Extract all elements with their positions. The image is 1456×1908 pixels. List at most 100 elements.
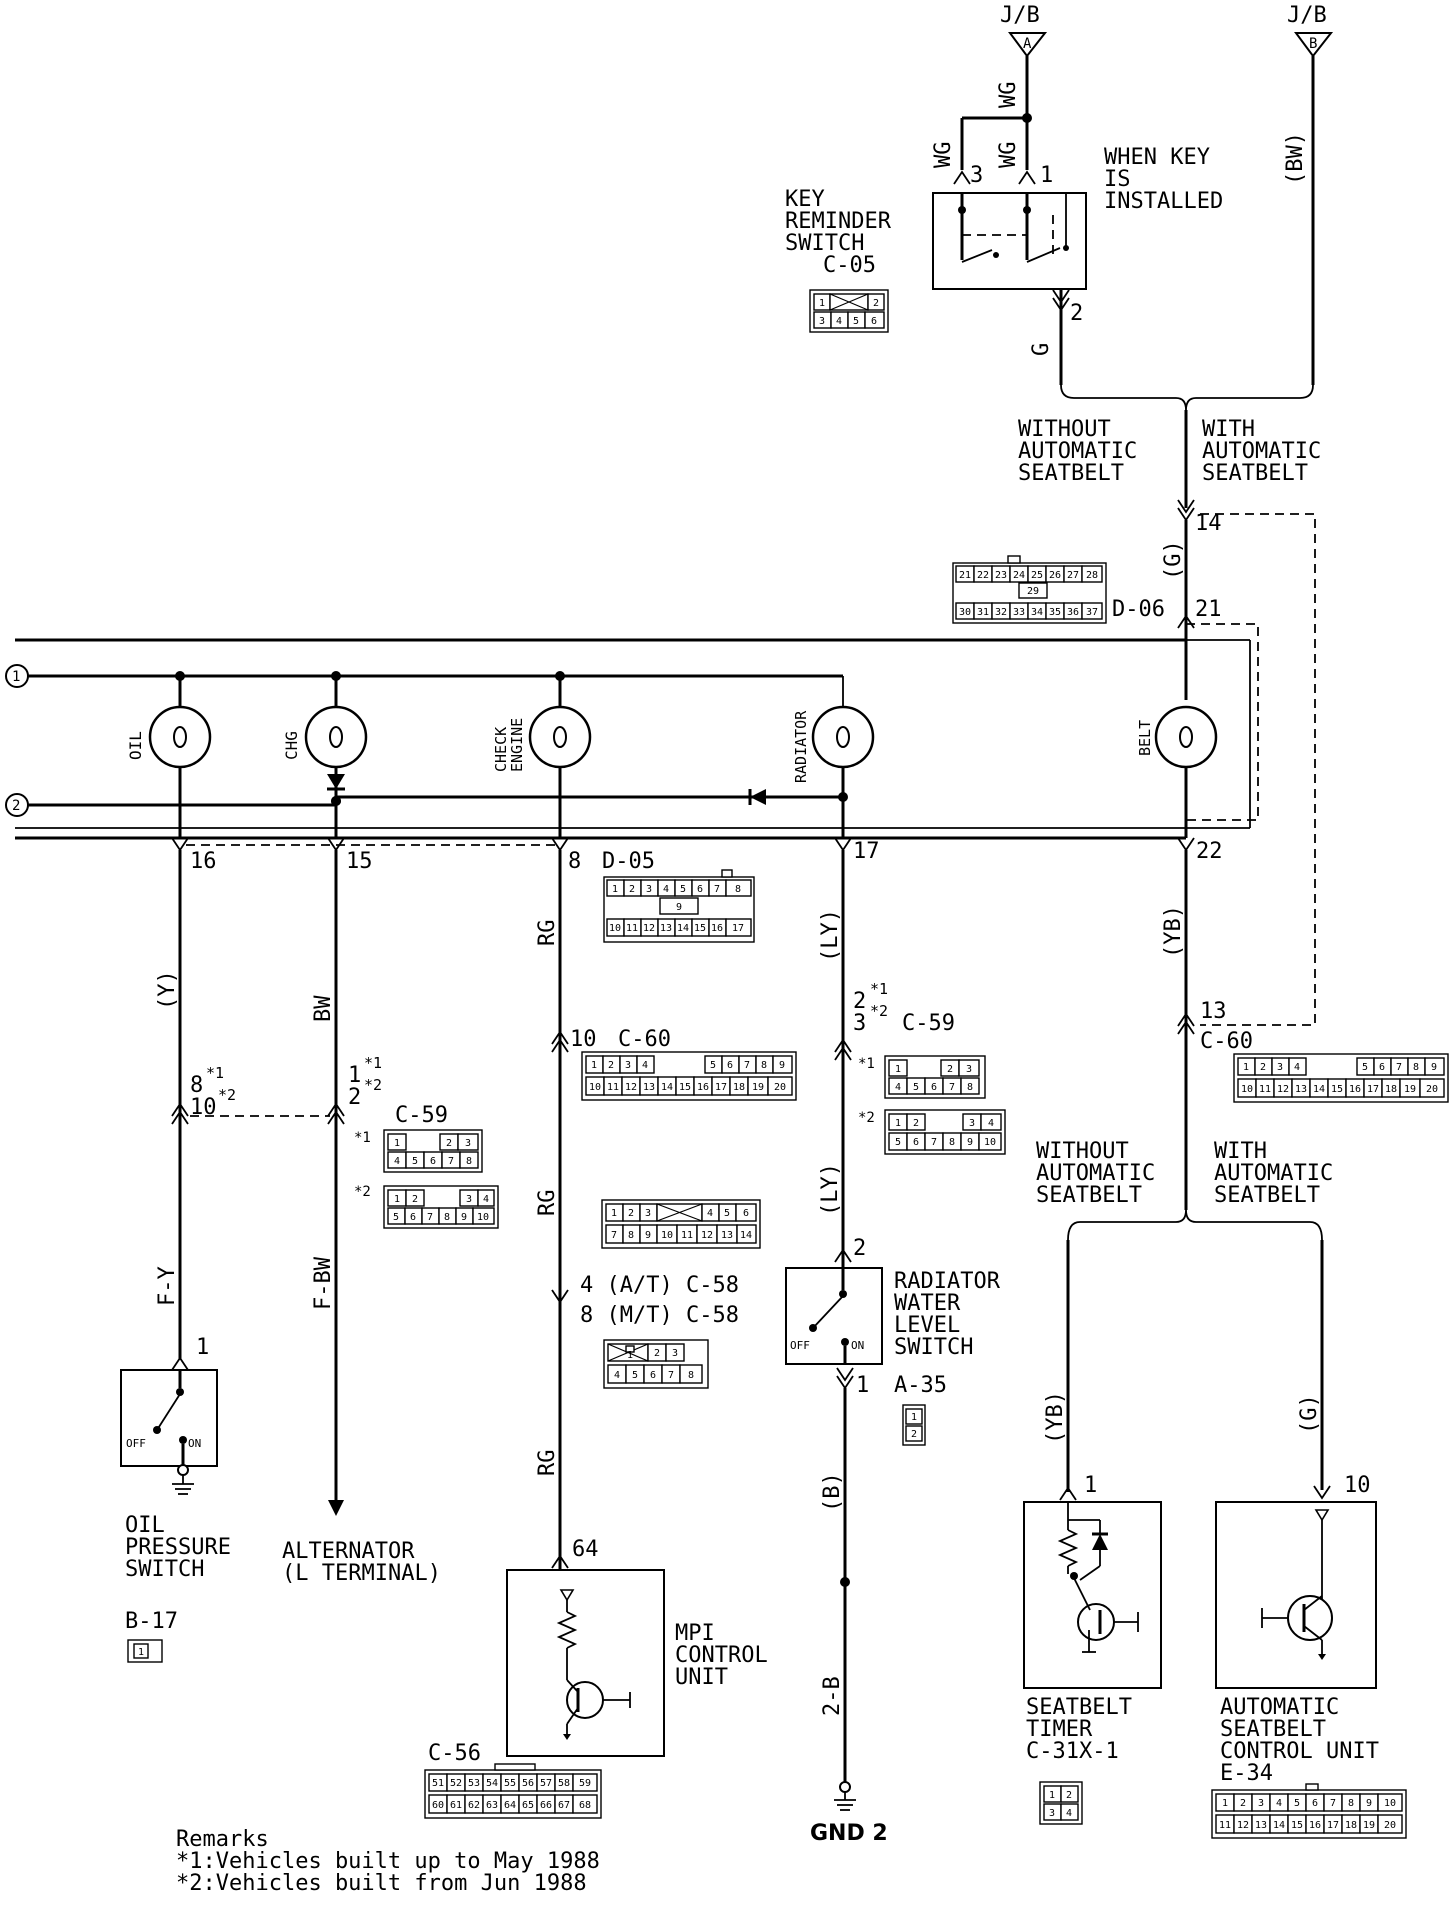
pin-22: 22	[1196, 839, 1223, 864]
svg-text:1: 1	[911, 1412, 917, 1423]
svg-text:1: 1	[1222, 1798, 1228, 1809]
svg-text:3: 3	[969, 1118, 975, 1129]
svg-text:35: 35	[1049, 607, 1061, 618]
branch-top-with-1: WITH	[1202, 417, 1255, 442]
svg-text:3: 3	[672, 1348, 678, 1359]
key-switch-title-2: REMINDER	[785, 209, 892, 234]
check-pin10: 10	[570, 1027, 597, 1052]
svg-text:66: 66	[540, 1800, 552, 1811]
jb-terminal-a: J/B A	[1000, 3, 1048, 58]
svg-text:7: 7	[949, 1082, 955, 1093]
oil-switch-title-1: OIL	[125, 1513, 165, 1538]
wire-wg-main: WG	[996, 82, 1021, 109]
lamp-chg-label: CHG	[282, 731, 301, 760]
rad-note-a: *1	[870, 980, 888, 998]
svg-text:32: 32	[995, 607, 1007, 618]
svg-text:2: 2	[911, 1429, 917, 1440]
rad-switch-pin2: 2	[853, 1236, 866, 1261]
unit-title-4: E-34	[1220, 1761, 1273, 1786]
pin-17: 17	[853, 839, 880, 864]
oil-switch-title-2: PRESSURE	[125, 1535, 231, 1560]
unit-title-1: AUTOMATIC	[1220, 1695, 1339, 1720]
svg-text:1: 1	[1049, 1790, 1055, 1801]
svg-text:30: 30	[959, 607, 971, 618]
svg-text:55: 55	[504, 1778, 516, 1789]
svg-text:8: 8	[466, 1156, 472, 1167]
svg-text:1: 1	[612, 884, 618, 895]
seatbelt-without-3: SEATBELT	[1036, 1183, 1142, 1208]
lamp-chg: CHG	[282, 676, 368, 838]
svg-text:5: 5	[913, 1082, 919, 1093]
svg-text:6: 6	[430, 1156, 436, 1167]
svg-text:14: 14	[1273, 1820, 1285, 1831]
mpi-title-2: CONTROL	[675, 1643, 768, 1668]
svg-text:4: 4	[1276, 1798, 1282, 1809]
svg-text:8: 8	[1348, 1798, 1354, 1809]
key-switch-pin3: 3	[970, 163, 983, 188]
svg-text:1: 1	[611, 1208, 617, 1219]
svg-text:27: 27	[1067, 570, 1079, 581]
svg-text:6: 6	[743, 1208, 749, 1219]
svg-text:13: 13	[1255, 1820, 1267, 1831]
rad-title-2: WATER	[894, 1291, 961, 1316]
lamp-belt: BELT	[1136, 705, 1218, 838]
lamp-belt-label: BELT	[1136, 720, 1154, 756]
svg-text:10: 10	[1384, 1798, 1396, 1809]
oil-note-b: *2	[218, 1086, 236, 1104]
svg-text:18: 18	[1385, 1084, 1397, 1095]
timer-title-3: C-31X-1	[1026, 1739, 1119, 1764]
svg-text:1: 1	[394, 1138, 400, 1149]
svg-text:62: 62	[468, 1800, 480, 1811]
svg-text:4: 4	[483, 1194, 489, 1205]
connector-c59-2: 1 2 3 4 5 6 7 8 9 10	[383, 1185, 499, 1229]
wire-2b: 2-B	[820, 1676, 845, 1716]
svg-text:3: 3	[1258, 1798, 1264, 1809]
seatbelt-without-2: AUTOMATIC	[1036, 1161, 1155, 1186]
wire-y-paren: (Y)	[155, 970, 180, 1010]
svg-text:60: 60	[432, 1800, 444, 1811]
svg-text:5: 5	[393, 1212, 399, 1223]
svg-text:6: 6	[1379, 1062, 1385, 1073]
svg-text:9: 9	[1366, 1798, 1372, 1809]
svg-text:16: 16	[1309, 1820, 1321, 1831]
svg-text:7: 7	[1330, 1798, 1336, 1809]
key-switch-note-3: INSTALLED	[1104, 189, 1223, 214]
oil-pin-a: 8	[190, 1073, 203, 1098]
svg-text:10: 10	[589, 1082, 601, 1093]
svg-text:8: 8	[1413, 1062, 1419, 1073]
pin-14: 14	[1195, 511, 1222, 536]
svg-text:15: 15	[1291, 1820, 1303, 1831]
svg-text:4: 4	[614, 1370, 620, 1381]
pin-8: 8	[568, 849, 581, 874]
svg-text:3: 3	[466, 1194, 472, 1205]
svg-text:52: 52	[450, 1778, 462, 1789]
lamp-oil-label: OIL	[126, 731, 145, 760]
c58-line-at: 4 (A/T) C-58	[580, 1273, 739, 1298]
wire-wg-3: WG	[931, 142, 956, 169]
svg-text:19: 19	[1404, 1084, 1416, 1095]
svg-text:53: 53	[468, 1778, 480, 1789]
wire-fbw: F-BW	[311, 1256, 336, 1310]
jb-a-label: J/B	[1000, 3, 1040, 28]
svg-text:15: 15	[694, 923, 706, 934]
rad-c59-star2: *2	[858, 1110, 875, 1126]
svg-text:B: B	[1309, 36, 1317, 52]
bus-1-label: 1	[12, 669, 20, 685]
svg-text:31: 31	[977, 607, 989, 618]
connector-c58-8: 1 2 3 4 5 6 7 8	[603, 1339, 709, 1389]
svg-text:25: 25	[1031, 570, 1043, 581]
svg-text:8: 8	[628, 1230, 634, 1241]
bus-2-label: 2	[12, 798, 20, 814]
svg-text:33: 33	[1013, 607, 1025, 618]
oil-switch-title-3: SWITCH	[125, 1557, 204, 1582]
svg-text:9: 9	[1431, 1062, 1437, 1073]
seatbelt-with-3: SEATBELT	[1214, 1183, 1320, 1208]
timer-title-2: TIMER	[1026, 1717, 1093, 1742]
svg-text:9: 9	[676, 902, 682, 913]
key-switch-note-1: WHEN KEY	[1104, 145, 1210, 170]
svg-text:1: 1	[591, 1060, 597, 1071]
seatbelt-with-1: WITH	[1214, 1139, 1267, 1164]
seatbelt-with-2: AUTOMATIC	[1214, 1161, 1333, 1186]
svg-text:1: 1	[819, 298, 825, 309]
svg-text:5: 5	[724, 1208, 730, 1219]
